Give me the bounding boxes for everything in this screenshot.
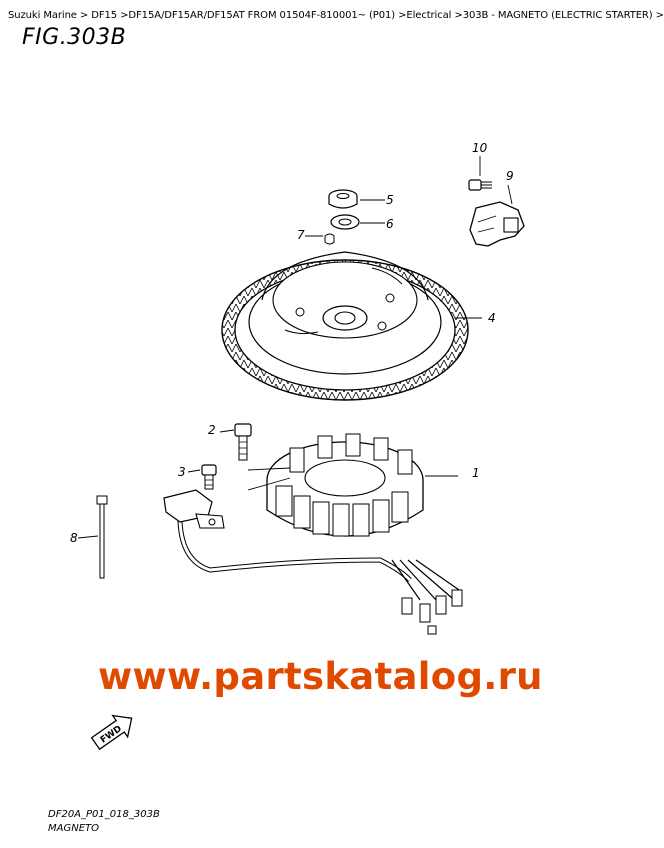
breadcrumb[interactable]: Suzuki Marine > DF15 >DF15A/DF15AR/DF15A… — [8, 10, 664, 21]
magneto-exploded-diagram: 1 2 3 4 5 6 7 8 9 10 FWD — [70, 141, 525, 751]
callout-8[interactable]: 8 — [70, 531, 78, 545]
nut-part[interactable] — [328, 189, 358, 209]
callout-9[interactable]: 9 — [506, 169, 514, 183]
callout-5[interactable]: 5 — [386, 193, 394, 207]
bolt-part[interactable] — [234, 423, 252, 461]
screw-part[interactable] — [468, 179, 492, 191]
fwd-arrow-icon: FWD — [90, 714, 133, 751]
callout-3[interactable]: 3 — [178, 465, 186, 479]
cable-tie-part[interactable] — [96, 495, 108, 579]
callout-2[interactable]: 2 — [208, 423, 216, 437]
washer-part[interactable] — [330, 214, 360, 230]
connector-bracket — [163, 489, 225, 529]
diagram-caption: MAGNETO — [48, 823, 99, 834]
figure-title: FIG.303B — [22, 25, 127, 50]
watermark-text: www.partskatalog.ru — [98, 655, 543, 698]
callout-7[interactable]: 7 — [297, 228, 305, 242]
drawing-code: DF20A_P01_018_303B — [48, 809, 160, 820]
parts-diagram-page: Suzuki Marine > DF15 >DF15A/DF15AR/DF15A… — [8, 10, 664, 834]
callout-4[interactable]: 4 — [488, 311, 496, 325]
callout-1[interactable]: 1 — [472, 466, 480, 480]
bolt-small-part[interactable] — [201, 464, 217, 490]
flywheel-part[interactable] — [221, 251, 469, 401]
wire-harness — [177, 509, 463, 635]
callout-10[interactable]: 10 — [472, 141, 488, 155]
callout-6[interactable]: 6 — [386, 217, 394, 231]
leader-lines — [77, 156, 513, 539]
stator-coil-part[interactable] — [266, 433, 424, 537]
key-part[interactable] — [324, 233, 335, 245]
sensor-part[interactable] — [469, 201, 525, 247]
